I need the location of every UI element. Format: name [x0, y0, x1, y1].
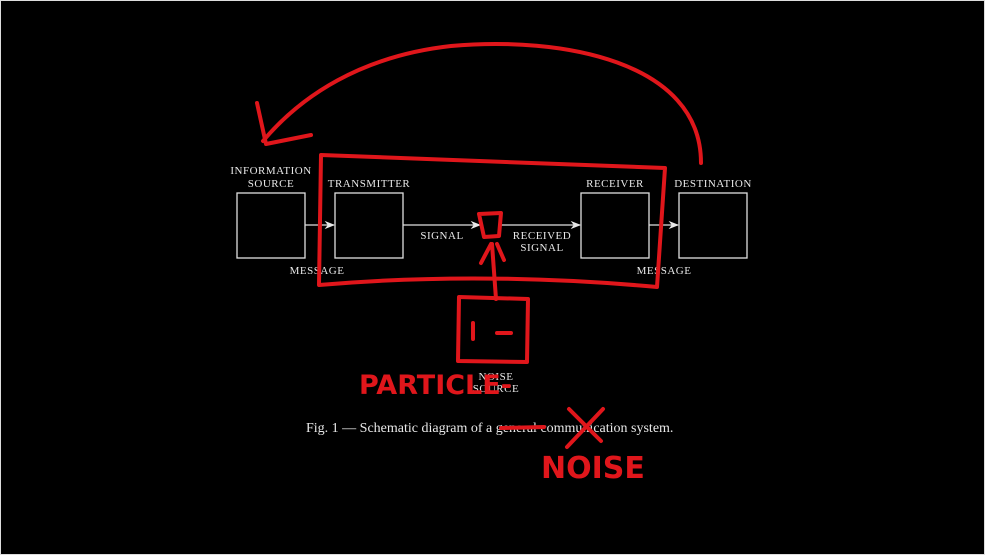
destination-box: [678, 192, 748, 259]
information-label: INFORMATION: [230, 165, 311, 177]
feedback-arc-annotation: [261, 42, 703, 165]
noise-label: NOISE: [479, 371, 514, 383]
received-label: RECEIVED: [513, 230, 571, 242]
signal-label: SIGNAL: [420, 230, 463, 242]
message-label-right: MESSAGE: [637, 265, 692, 277]
noise-source-box-annotation: [456, 295, 530, 364]
figure-caption: Fig. 1 — Schematic diagram of a general …: [306, 421, 673, 436]
receiver-box: [580, 192, 650, 259]
feedback-arrowhead-annotation: [255, 101, 313, 146]
noise-arrow-annotation: [479, 242, 506, 301]
transmitter-box: [334, 192, 404, 259]
transmitter-label: TRANSMITTER: [328, 178, 411, 190]
message-label-left: MESSAGE: [290, 265, 345, 277]
strikethrough-annotation: [499, 425, 546, 430]
receiver-label: RECEIVER: [586, 178, 644, 190]
information-source-box: [236, 192, 306, 259]
noise-source-label: SOURCE: [473, 383, 519, 395]
noise-box-marks-annotation: [471, 321, 513, 341]
source-label: SOURCE: [248, 178, 294, 190]
noise-point-annotation: [477, 211, 503, 239]
received-signal-label: SIGNAL: [520, 242, 563, 254]
noise-annotation: NOISE: [541, 451, 645, 486]
cross-mark-annotation: [565, 407, 605, 449]
particle-annotation: PARTICLE-: [359, 370, 512, 401]
destination-label: DESTINATION: [674, 178, 752, 190]
